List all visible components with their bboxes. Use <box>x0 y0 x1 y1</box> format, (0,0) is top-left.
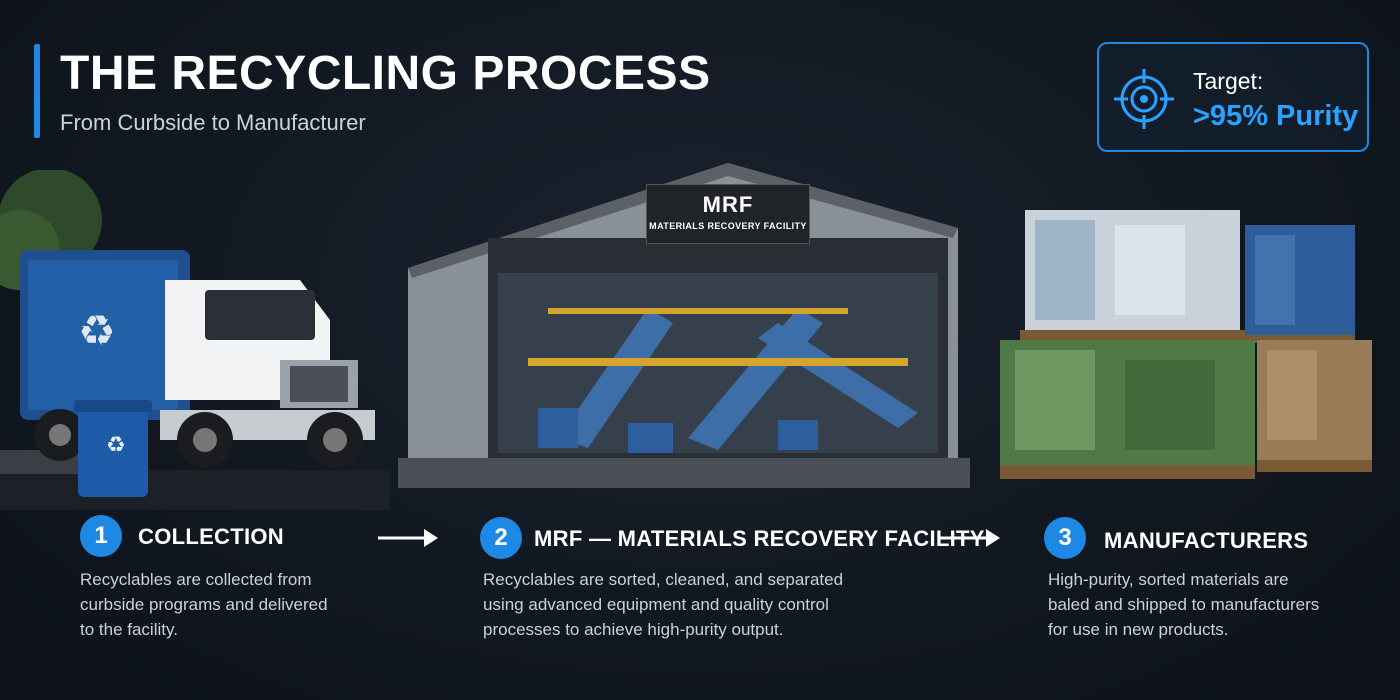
step-3-desc-line: High-purity, sorted materials are <box>1048 570 1289 589</box>
page-subtitle: From Curbside to Manufacturer <box>60 110 366 135</box>
collection-truck-illustration: ♻ ♻ <box>0 170 390 510</box>
step-1-desc-line: to the facility. <box>80 620 178 639</box>
arrow-right-icon <box>940 529 1000 547</box>
material-bales-illustration <box>1000 210 1372 479</box>
step-2-desc-line: Recyclables are sorted, cleaned, and sep… <box>483 570 844 589</box>
step-2-description: Recyclables are sorted, cleaned, and sep… <box>483 567 903 642</box>
svg-text:♻: ♻ <box>78 306 116 355</box>
step-1-desc-line: Recyclables are collected from <box>80 570 312 589</box>
step-1-badge: 1 <box>80 515 122 557</box>
mrf-sign-subtitle: MATERIALS RECOVERY FACILITY <box>649 221 807 231</box>
mrf-sign: MRF MATERIALS RECOVERY FACILITY <box>646 184 810 244</box>
step-3-desc-line: for use in new products. <box>1048 620 1229 639</box>
step-3-badge: 3 <box>1044 517 1086 559</box>
step-2-desc-line: processes to achieve high-purity output. <box>483 620 784 639</box>
mrf-building-illustration <box>398 163 970 488</box>
step-3-desc-line: baled and shipped to manufacturers <box>1048 595 1320 614</box>
step-3-description: High-purity, sorted materials are baled … <box>1048 567 1368 642</box>
crosshair-target-icon <box>1114 69 1174 129</box>
step-1-title: COLLECTION <box>138 524 284 549</box>
target-value: >95% Purity <box>1193 100 1359 132</box>
step-3-title: MANUFACTURERS <box>1104 528 1309 553</box>
svg-text:♻: ♻ <box>106 433 126 458</box>
step-1-desc-line: curbside programs and delivered <box>80 595 328 614</box>
target-label: Target: <box>1193 68 1264 94</box>
step-2-badge: 2 <box>480 517 522 559</box>
title-accent-bar <box>34 44 40 138</box>
page-title: THE RECYCLING PROCESS <box>60 47 711 100</box>
target-callout: Target: >95% Purity <box>1097 42 1369 152</box>
step-2-desc-line: using advanced equipment and quality con… <box>483 595 829 614</box>
mrf-sign-title: MRF <box>702 192 754 217</box>
arrow-right-icon <box>378 529 438 547</box>
step-2-title: MRF — MATERIALS RECOVERY FACILITY <box>534 526 985 551</box>
step-1-description: Recyclables are collected from curbside … <box>80 567 370 642</box>
